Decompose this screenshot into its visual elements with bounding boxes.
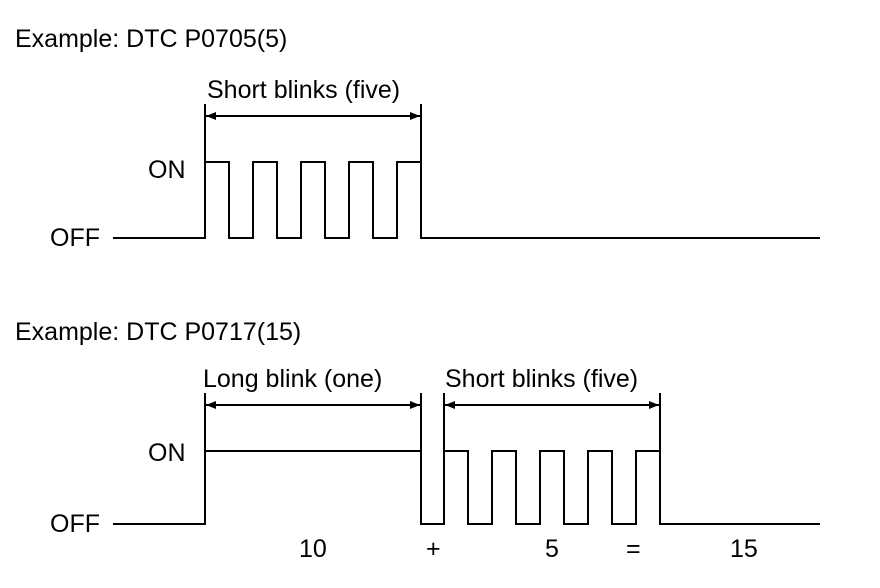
- diagram2-on-label: ON: [148, 439, 186, 467]
- diagram1-off-label: OFF: [50, 224, 100, 252]
- equation-plus: +: [426, 535, 441, 563]
- diagram2-title: Example: DTC P0717(15): [15, 318, 301, 346]
- diagram1-signal-waveform: [113, 161, 820, 239]
- diagram-p0705: Example: DTC P0705(5) Short blinks (five…: [15, 25, 820, 252]
- diagram2-off-label: OFF: [50, 510, 100, 538]
- diagram-p0717: Example: DTC P0717(15) Long blink (one) …: [15, 318, 820, 563]
- diagram2-equation: 10 + 5 = 15: [299, 535, 758, 563]
- diagram1-title: Example: DTC P0705(5): [15, 25, 287, 53]
- diagram1-on-label: ON: [148, 156, 186, 184]
- equation-five: 5: [545, 535, 559, 563]
- diagram2-signal-waveform: [113, 450, 820, 525]
- diagram2-short-label: Short blinks (five): [445, 365, 638, 393]
- diagram1-span-label: Short blinks (five): [207, 76, 400, 104]
- equation-equals: =: [626, 535, 641, 563]
- equation-fifteen: 15: [730, 535, 758, 563]
- diagram2-long-label: Long blink (one): [203, 365, 382, 393]
- equation-ten: 10: [299, 535, 327, 563]
